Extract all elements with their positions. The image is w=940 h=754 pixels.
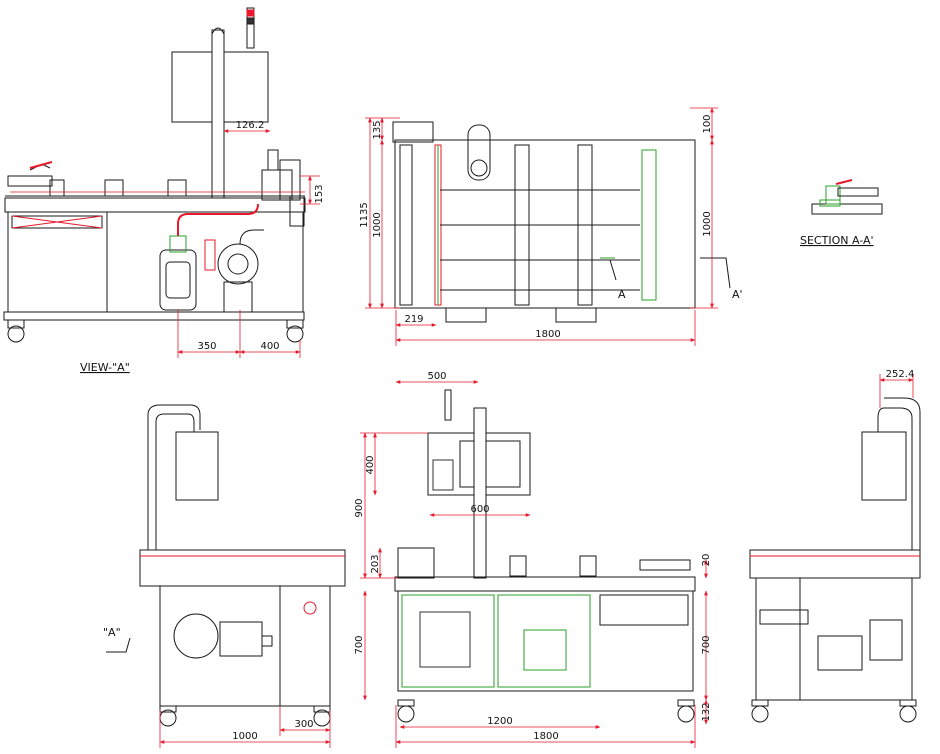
dim-1800-front: 1800 bbox=[533, 731, 558, 742]
dim-500: 500 bbox=[427, 371, 446, 382]
dim-100: 100 bbox=[702, 114, 713, 133]
dim-135: 135 bbox=[372, 120, 383, 139]
motor bbox=[217, 243, 259, 285]
casters-left-view bbox=[3, 311, 305, 343]
section-view bbox=[811, 179, 883, 215]
dim-1200: 1200 bbox=[487, 716, 512, 727]
hmi-screen bbox=[459, 440, 521, 488]
view-a-marker: "A" bbox=[103, 626, 121, 639]
section-marker-a-prime: A' bbox=[732, 288, 743, 301]
side-view-left bbox=[106, 404, 346, 727]
dim-126: 126.2 bbox=[236, 120, 265, 131]
dim-219: 219 bbox=[404, 314, 423, 325]
section-title: SECTION A-A' bbox=[800, 234, 874, 247]
control-box-side bbox=[175, 431, 219, 501]
dim-132: 132 bbox=[701, 702, 712, 721]
table-top bbox=[4, 197, 306, 213]
dim-1000-side: 1000 bbox=[232, 731, 257, 742]
dim-350: 350 bbox=[197, 341, 216, 352]
dim-153: 153 bbox=[314, 184, 325, 203]
table-top-side bbox=[139, 549, 346, 587]
dim-252: 252.4 bbox=[886, 369, 915, 380]
frame-side bbox=[159, 585, 331, 707]
mast bbox=[211, 29, 225, 201]
dims-plan bbox=[365, 107, 718, 346]
dim-700-front-right: 700 bbox=[701, 635, 712, 654]
dims-front bbox=[360, 380, 708, 748]
control-box-right bbox=[861, 431, 907, 501]
dims-side-right bbox=[879, 374, 914, 408]
dims-view-a bbox=[177, 129, 320, 358]
plan-outline bbox=[394, 139, 696, 309]
dim-1135: 1135 bbox=[359, 202, 370, 227]
dim-600: 600 bbox=[470, 504, 489, 515]
mast-front bbox=[473, 407, 487, 579]
plan-view bbox=[392, 121, 731, 323]
frame bbox=[7, 211, 304, 313]
frame-right bbox=[755, 577, 913, 701]
side-view-right bbox=[749, 397, 921, 723]
section-marker-a: A bbox=[618, 288, 626, 301]
dim-1000-plan-right: 1000 bbox=[702, 211, 713, 236]
table-top-front bbox=[394, 576, 696, 592]
signal-tower-front bbox=[444, 389, 452, 421]
cabinet bbox=[397, 590, 694, 692]
dim-400-front: 400 bbox=[365, 455, 376, 474]
dim-700-front-left: 700 bbox=[354, 635, 365, 654]
dim-1000-plan-left: 1000 bbox=[372, 212, 383, 237]
view-a-title: VIEW-"A" bbox=[80, 361, 130, 374]
vacuum-pump bbox=[159, 249, 197, 311]
dim-900: 900 bbox=[354, 498, 365, 517]
dim-300: 300 bbox=[294, 719, 313, 730]
signal-tower bbox=[246, 7, 255, 49]
dim-1800-plan: 1800 bbox=[535, 329, 560, 340]
dim-400-top: 400 bbox=[260, 341, 279, 352]
view-a bbox=[3, 7, 306, 343]
dim-203: 203 bbox=[370, 554, 381, 573]
dim-20: 20 bbox=[701, 554, 712, 567]
dims-side-left bbox=[159, 706, 331, 748]
table-top-right bbox=[749, 549, 921, 579]
front-view bbox=[394, 389, 696, 723]
